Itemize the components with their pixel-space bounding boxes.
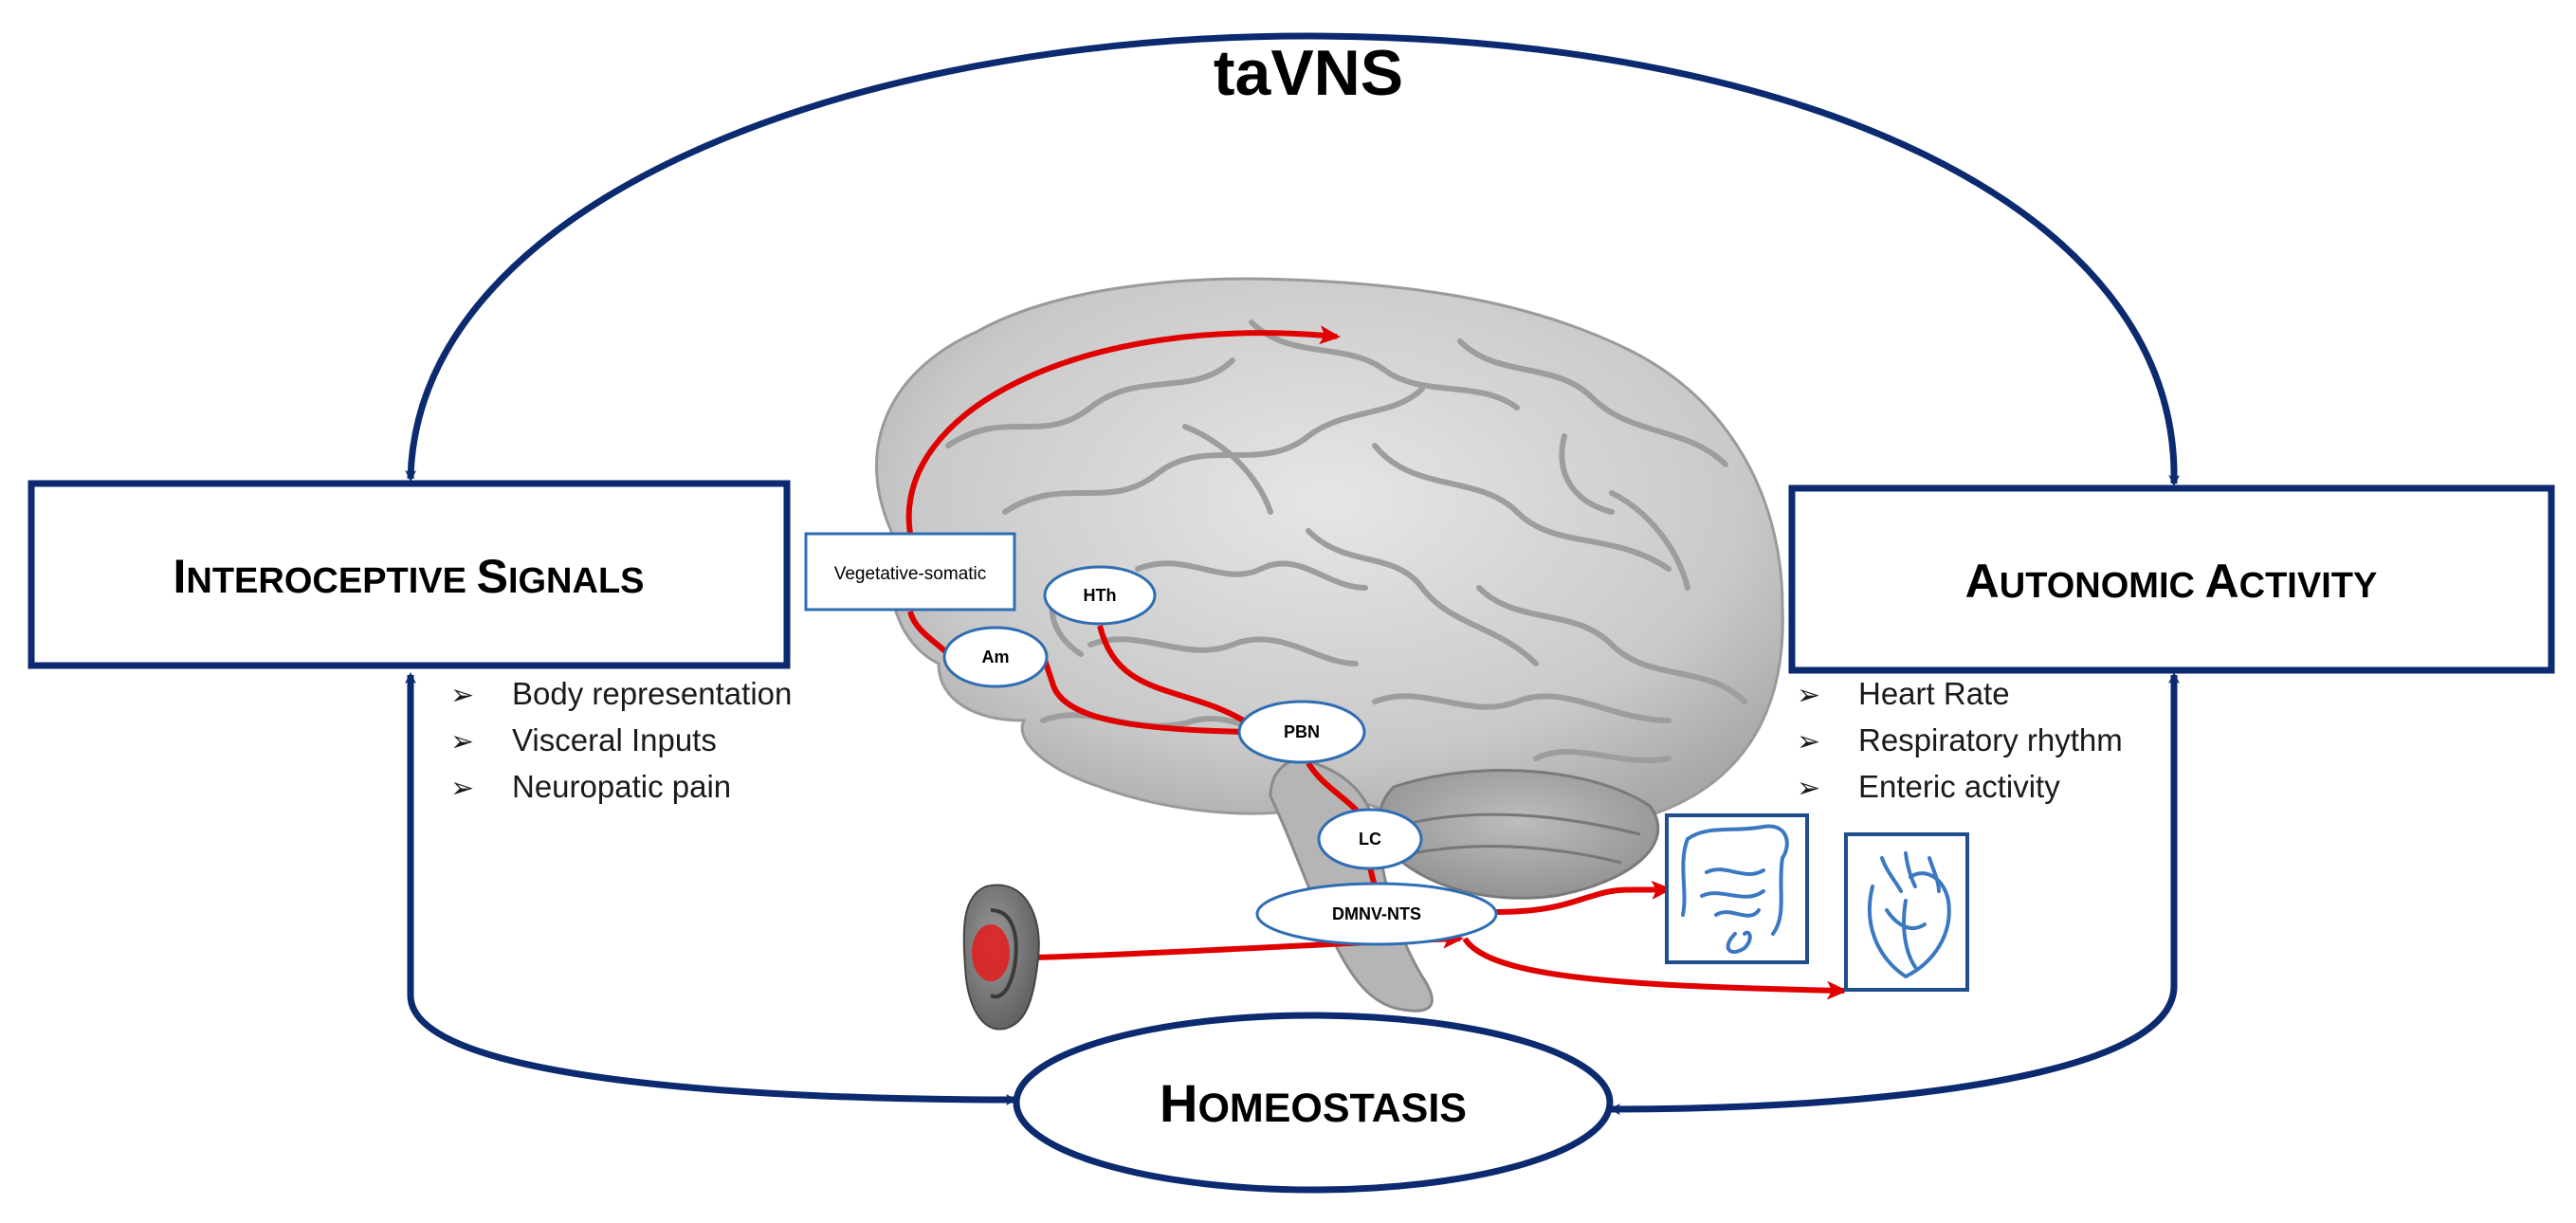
pathway-vegetative-to-cortex xyxy=(905,325,1341,535)
arrow-tavns-to-interoceptive xyxy=(405,32,1309,482)
homeostasis-title: HOMEOSTASIS xyxy=(1160,1073,1467,1133)
node-lc: LC xyxy=(1317,808,1423,870)
list-item: Enteric activity xyxy=(1858,769,2060,804)
node-am-label: Am xyxy=(981,648,1009,666)
interoceptive-signals-box: INTEROCEPTIVE SIGNALS xyxy=(27,480,791,669)
node-lc-label: LC xyxy=(1359,830,1381,849)
heart-icon xyxy=(1844,832,1969,992)
list-bullet: ➢ xyxy=(1797,680,1820,711)
interoceptive-list: ➢ Body representation ➢ Visceral Inputs … xyxy=(450,676,792,804)
node-pbn-label: PBN xyxy=(1284,722,1320,741)
ear-icon xyxy=(962,884,1040,1031)
list-item: Neuropatic pain xyxy=(512,769,731,804)
list-bullet: ➢ xyxy=(1797,773,1820,804)
intestine-icon xyxy=(1665,813,1809,964)
diagram-title: taVNS xyxy=(1214,37,1403,109)
node-vegetative-label: Vegetative-somatic xyxy=(834,564,987,584)
arrow-tavns-to-autonomic xyxy=(1307,32,2181,486)
pathway-dmnv-to-intestine xyxy=(1492,880,1672,915)
pathway-pbn-to-hth xyxy=(1097,625,1253,728)
node-hth-label: HTh xyxy=(1084,586,1117,605)
outer-cycle-arrows xyxy=(405,32,2181,1115)
arrow-autonomic-bottom-to-homeostasis xyxy=(1609,985,2178,1115)
brain-gyri xyxy=(945,319,1747,764)
list-bullet: ➢ xyxy=(450,680,474,711)
list-item: Respiratory rhythm xyxy=(1858,722,2123,758)
list-bullet: ➢ xyxy=(450,773,474,804)
pathway-dmnv-to-heart xyxy=(1462,937,1848,1000)
brain-cerebrum xyxy=(875,277,1784,833)
node-hth: HTh xyxy=(1043,565,1157,626)
node-dmnv-nts: DMNV-NTS xyxy=(1255,882,1498,946)
list-bullet: ➢ xyxy=(450,726,474,758)
list-item: Visceral Inputs xyxy=(512,722,717,758)
list-item: Body representation xyxy=(512,676,792,711)
interoceptive-signals-title: INTEROCEPTIVE SIGNALS xyxy=(174,550,645,603)
autonomic-list: ➢ Heart Rate ➢ Respiratory rhythm ➢ Ente… xyxy=(1797,676,2123,804)
node-pbn: PBN xyxy=(1237,700,1366,764)
homeostasis-node: HOMEOSTASIS xyxy=(1013,1012,1614,1194)
node-vegetative-somatic: Vegetative-somatic xyxy=(804,532,1016,612)
list-item: Heart Rate xyxy=(1858,676,2010,711)
list-bullet: ➢ xyxy=(1797,726,1820,758)
node-am: Am xyxy=(942,626,1049,688)
autonomic-activity-title: AUTONOMIC ACTIVITY xyxy=(1965,555,2378,608)
autonomic-activity-box: AUTONOMIC ACTIVITY xyxy=(1788,484,2555,674)
node-dmnv-label: DMNV-NTS xyxy=(1332,904,1421,923)
